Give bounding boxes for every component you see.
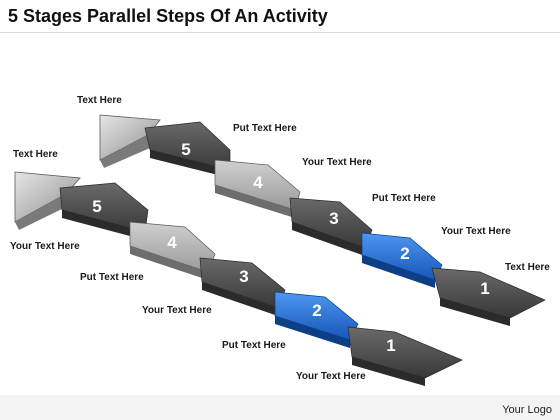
upper-step-5 <box>144 121 231 171</box>
lower-step-5-side <box>62 210 145 240</box>
upper-step-1-side <box>440 298 510 326</box>
upper-arrow: 5 4 3 2 1 <box>99 114 546 326</box>
lower-step-5-label: Your Text Here <box>10 241 80 252</box>
lower-arrow: 5 4 3 2 1 <box>14 171 463 386</box>
upper-step-4-number: 4 <box>253 173 263 192</box>
upper-step-2-side <box>362 255 435 288</box>
page-title: 5 Stages Parallel Steps Of An Activity <box>8 6 328 26</box>
upper-step-4-side <box>215 185 295 218</box>
lower-step-3-label: Your Text Here <box>142 305 212 316</box>
upper-step-1 <box>431 267 546 319</box>
logo-text: Your Logo <box>502 404 552 416</box>
lower-step-3-number: 3 <box>239 267 248 286</box>
upper-arrow-head-label: Text Here <box>77 95 122 106</box>
lower-step-4-side <box>130 246 208 280</box>
upper-arrow-head-shadow <box>100 135 150 168</box>
upper-step-1-number: 1 <box>480 279 489 298</box>
lower-arrow-head-shadow <box>15 194 68 230</box>
upper-step-2-number: 2 <box>400 244 409 263</box>
lower-step-1-number: 1 <box>386 336 395 355</box>
upper-step-4-label: Your Text Here <box>302 157 372 168</box>
lower-step-3-side <box>202 282 278 316</box>
upper-step-1-label: Text Here <box>505 262 550 273</box>
lower-step-4-number: 4 <box>167 233 177 252</box>
lower-step-1 <box>347 326 463 379</box>
lower-step-2-number: 2 <box>312 301 321 320</box>
lower-step-5-number: 5 <box>92 197 101 216</box>
lower-arrow-head-label: Text Here <box>13 149 58 160</box>
upper-step-5-side <box>150 150 230 178</box>
upper-step-3-label: Put Text Here <box>372 193 436 204</box>
upper-step-5-label: Put Text Here <box>233 123 297 134</box>
upper-step-3-side <box>292 222 365 256</box>
lower-step-4-label: Put Text Here <box>80 272 144 283</box>
upper-step-3-number: 3 <box>329 209 338 228</box>
lower-step-1-label: Your Text Here <box>296 371 366 382</box>
lower-step-1-side <box>352 357 425 386</box>
lower-step-2-side <box>275 316 350 348</box>
upper-step-5-number: 5 <box>181 140 190 159</box>
lower-step-2-label: Put Text Here <box>222 340 286 351</box>
footer-band <box>0 395 560 420</box>
title-divider <box>0 32 560 33</box>
upper-step-2-label: Your Text Here <box>441 226 511 237</box>
lower-step-5 <box>59 182 149 233</box>
